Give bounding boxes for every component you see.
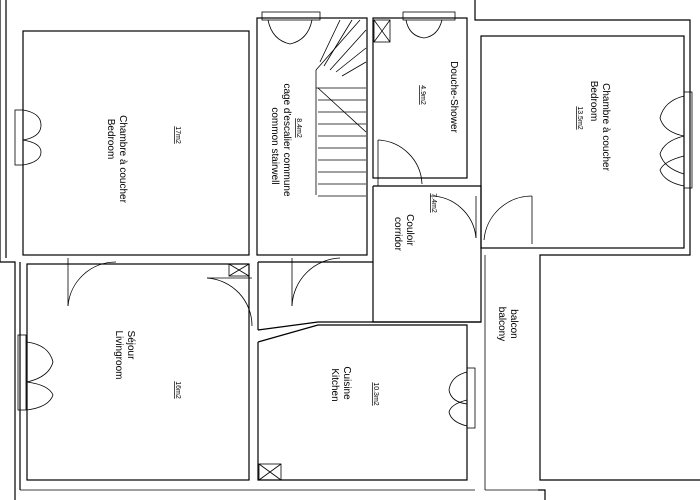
bedroom-right-label-en: Bedroom <box>588 81 599 122</box>
stairwell-label-fr: cage d'escalier commune <box>281 83 292 197</box>
door-living <box>67 258 117 307</box>
window-stairwell <box>261 11 321 45</box>
living-area: 16m2 <box>174 381 181 399</box>
corridor-label-fr: Couloir <box>404 214 415 246</box>
vent-shaft-corridor <box>228 263 250 277</box>
vent-shaft-kitchen <box>258 463 282 481</box>
shower-label: Douche-Shower <box>448 61 459 133</box>
staircase <box>315 19 367 197</box>
window-shower <box>402 11 456 39</box>
balcony-label-fr: balcon <box>508 309 519 338</box>
bedroom-left-label-fr: Chambre à coucher <box>117 115 128 203</box>
corridor-area: 7.4m2 <box>430 193 437 213</box>
door-stairwell <box>291 257 341 307</box>
kitchen-area: 10.3m2 <box>372 382 379 405</box>
window-bedroom-right <box>659 91 693 189</box>
window-kitchen <box>448 367 476 429</box>
kitchen-label-en: Kitchen <box>329 368 340 401</box>
bedroom-left-area: 17m2 <box>174 126 181 144</box>
balcony-label-en: balcony <box>496 307 507 341</box>
bedroom-right-label-fr: Chambre à coucher <box>600 83 611 171</box>
window-living <box>17 334 54 411</box>
room-walls <box>22 17 685 481</box>
stairwell-area: 8.4m2 <box>295 118 302 138</box>
window-bedroom-left <box>14 109 42 166</box>
living-label-en: Livingroom <box>113 331 124 380</box>
bedroom-right-area: 13.5m2 <box>576 106 583 129</box>
shower-area: 4.9m2 <box>419 85 426 105</box>
kitchen-label-fr: Cuisine <box>341 366 352 400</box>
vent-shaft-shower <box>373 19 391 43</box>
stairwell-label-en: common stairwell <box>269 107 280 184</box>
door-corridor <box>429 195 477 239</box>
door-shower <box>377 139 423 186</box>
bedroom-left-label-en: Bedroom <box>105 119 116 160</box>
corridor-label-en: corridor <box>392 217 403 252</box>
door-living-corridor <box>206 277 253 327</box>
door-bedroom-right <box>483 195 533 244</box>
living-label-fr: Séjour <box>125 331 136 361</box>
